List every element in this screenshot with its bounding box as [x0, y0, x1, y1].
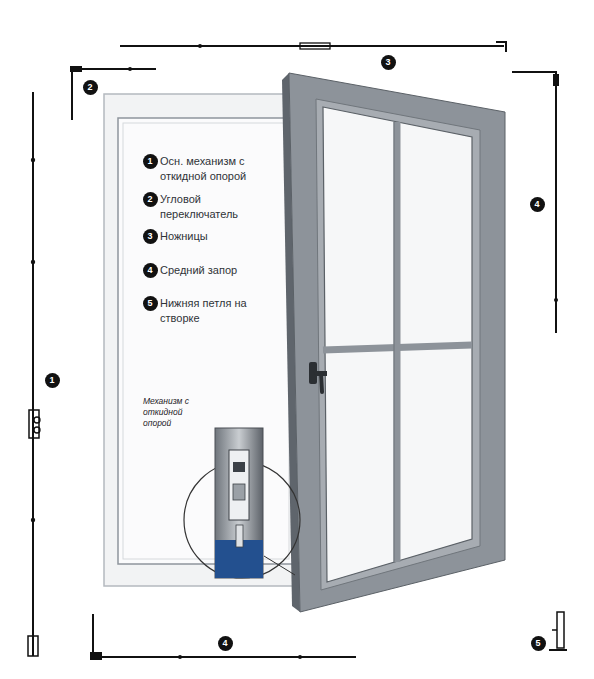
callout-text: 3: [147, 232, 152, 241]
callout-number: 2: [143, 192, 158, 207]
callout-text: 1: [147, 157, 152, 166]
callout-text: 5: [147, 299, 152, 308]
callout-text: 4: [534, 200, 539, 209]
part-name: Ножницы: [160, 229, 282, 244]
callout-text: 4: [147, 266, 152, 275]
callout-text: 2: [87, 83, 92, 92]
part-name: Осн. механизм с откидной опорой: [160, 154, 282, 184]
callout-number: 5: [143, 296, 158, 311]
callout-text: 1: [49, 376, 54, 385]
callout-number: 4: [218, 636, 233, 651]
callout-text: 3: [385, 58, 390, 67]
callout-number: 3: [143, 229, 158, 244]
callout-text: 5: [535, 639, 540, 648]
callout-number: 1: [143, 154, 158, 169]
callout-number: 4: [143, 263, 158, 278]
part-name: Угловой переключатель: [160, 192, 282, 222]
callout-number: 4: [530, 197, 545, 212]
callout-text: 2: [147, 195, 152, 204]
callout-number: 5: [531, 636, 546, 651]
callout-number: 2: [83, 80, 98, 95]
part-name: Нижняя петля на створке: [160, 296, 282, 326]
inset-caption: Механизм с откидной опорой: [143, 396, 209, 429]
part-name: Средний запор: [160, 263, 282, 278]
callout-number: 1: [45, 373, 60, 388]
callout-text: 4: [222, 639, 227, 648]
callout-number: 3: [381, 55, 396, 70]
